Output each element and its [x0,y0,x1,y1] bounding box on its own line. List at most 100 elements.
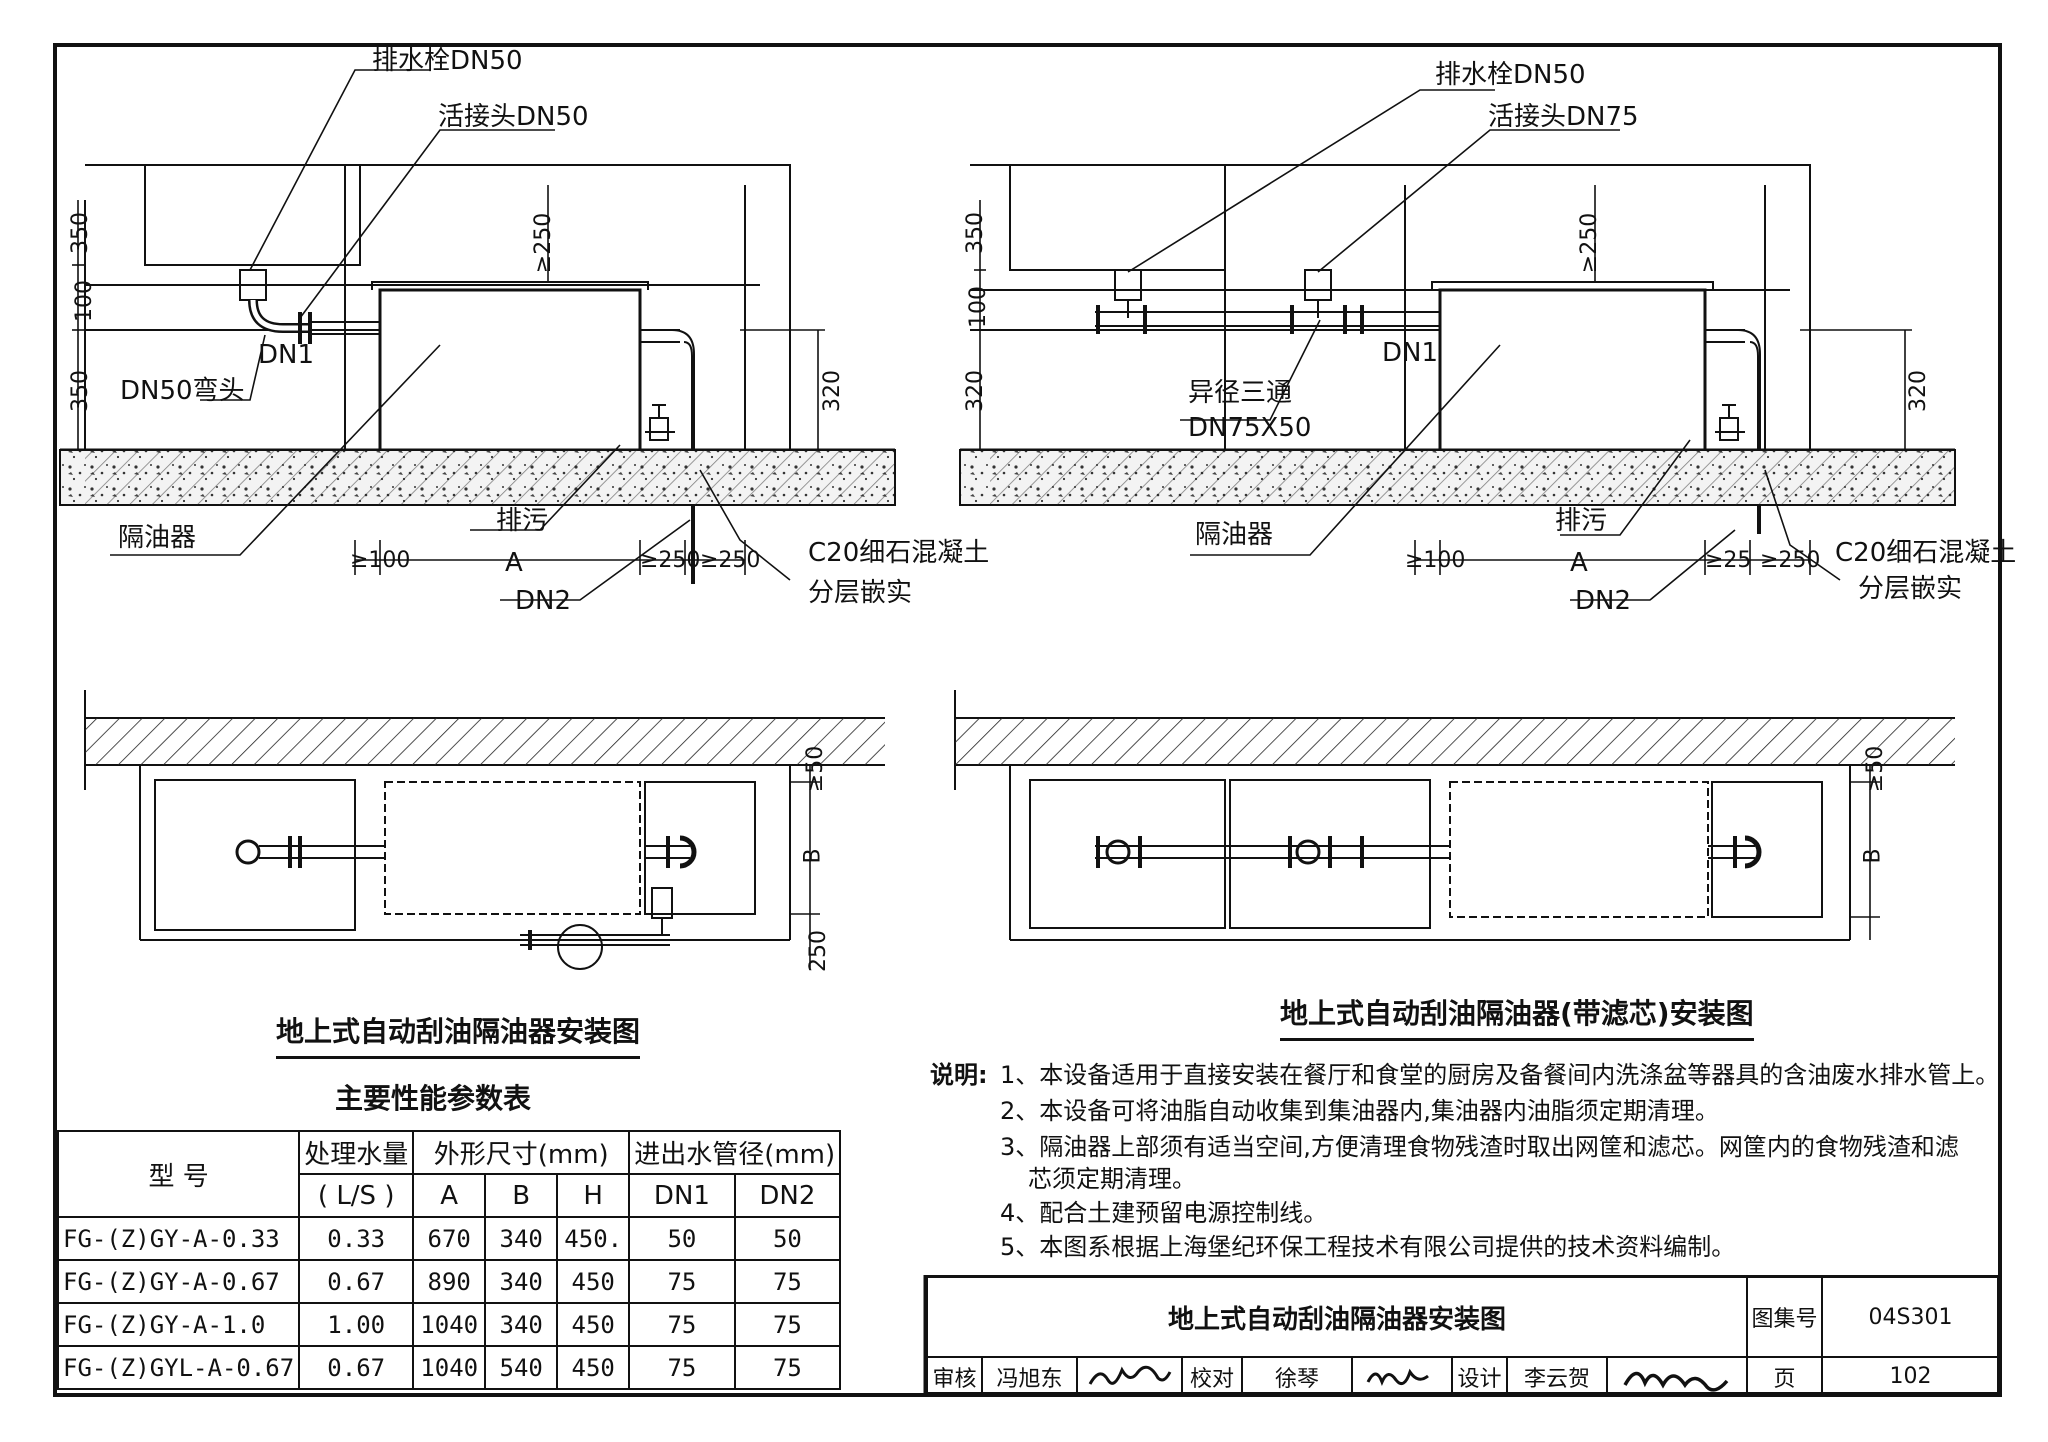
cell-dn1: 75 [628,1302,736,1347]
cell-b: 540 [484,1345,559,1390]
sheet-border [53,43,2002,1397]
table-row: FG-(Z)GY-A-0.67 0.67 890 340 450 75 75 [56,1259,842,1304]
cell-a: 670 [412,1216,487,1261]
cell-model: FG-(Z)GYL-A-0.67 [56,1345,301,1390]
right-gap-right2-label: ≥250 [1760,548,1821,573]
right-separator-label: 隔油器 [1195,520,1274,550]
left-drain-valve-label: 排水栓DN50 [372,46,523,76]
page-no-cell: 102 [1823,1358,1998,1395]
title-block: 地上式自动刮油隔油器安装图 图集号 04S301 审核 冯旭东 校对 徐琴 设计… [925,1275,2000,1395]
checker-signature [1366,1368,1429,1386]
header-h: H [556,1173,631,1218]
cell-dn2: 50 [733,1216,842,1261]
header-pipe: 进出水管径(mm) [628,1130,842,1175]
right-reducer-tee-label-1: 异径三通 [1188,378,1293,408]
cell-b: 340 [484,1259,559,1304]
designer-cell: 李云贺 [1508,1358,1608,1395]
cell-h: 450 [556,1345,631,1390]
plan-left-dim-b: B [800,848,826,864]
reviewer-signature [1088,1365,1171,1385]
designer-name: 李云贺 [1523,1366,1590,1392]
header-dn2: DN2 [733,1173,842,1218]
cell-model: FG-(Z)GY-A-0.33 [56,1216,301,1261]
cell-h: 450 [556,1302,631,1347]
reviewer-name: 冯旭东 [996,1366,1063,1392]
left-gap-right1-label: ≥250 [640,548,701,573]
caption-right: 地上式自动刮油隔油器(带滤芯)安装图 [1280,992,1754,1041]
parameter-table: 型 号 处理水量 外形尺寸(mm) 进出水管径(mm) ( L/S ) A B … [56,1130,842,1390]
wall-right-hatch [955,718,1955,765]
table-row: FG-(Z)GY-A-1.0 1.00 1040 340 450 75 75 [56,1302,842,1347]
cell-dn1: 50 [628,1216,736,1261]
elevation-left [60,164,895,584]
cell-model: FG-(Z)GY-A-1.0 [56,1302,301,1347]
header-b: B [484,1173,559,1218]
cell-a: 1040 [412,1345,487,1390]
header-a: A [412,1173,487,1218]
header-model: 型 号 [56,1130,301,1218]
plan-right-dim-b: B [1860,848,1886,864]
right-gap-right1-label: ≥25 [1705,548,1752,573]
review-label: 审核 [932,1366,977,1392]
page-label-cell: 页 [1748,1358,1823,1395]
cell-a: 890 [412,1259,487,1304]
cell-a: 1040 [412,1302,487,1347]
left-separator-label: 隔油器 [118,523,197,553]
right-gap-left-label: ≥100 [1405,548,1466,573]
check-label: 校对 [1189,1366,1234,1392]
cell-flow: 0.67 [298,1259,415,1304]
right-dim-320: 320 [1906,370,1931,412]
cell-h: 450 [556,1259,631,1304]
atlas-label: 图集号 [1751,1307,1818,1332]
left-width-a-label: A [505,548,523,578]
checker-signature-cell [1353,1358,1453,1395]
cell-flow: 0.33 [298,1216,415,1261]
cell-dn1: 75 [628,1345,736,1390]
plan-left-dim-50: ≥50 [803,745,829,793]
page-label: 页 [1773,1366,1796,1392]
table-title: 主要性能参数表 [335,1082,532,1115]
note-3b: 芯须定期清理。 [1028,1165,1196,1193]
left-gap-right2-label: ≥250 [700,548,761,573]
checker-cell: 徐琴 [1243,1358,1353,1395]
left-elbow-label: DN50弯头 [120,376,245,406]
table-row: FG-(Z)GYL-A-0.67 0.67 1040 540 450 75 75 [56,1345,842,1390]
reviewer-signature-cell [1078,1358,1183,1395]
checker-name: 徐琴 [1274,1366,1319,1392]
page-number: 102 [1889,1364,1932,1389]
plan-left-dim-250: 250 [806,930,831,972]
left-dims [72,69,825,601]
right-clearance-label: ≥250 [1577,212,1603,274]
caption-left: 地上式自动刮油隔油器安装图 [276,1010,641,1059]
note-4: 4、配合土建预留电源控制线。 [1000,1199,1328,1227]
header-size: 外形尺寸(mm) [412,1130,631,1175]
right-dim-350-top: 350 [963,212,988,254]
check-label-cell: 校对 [1183,1358,1243,1395]
design-label: 设计 [1457,1366,1502,1392]
cell-flow: 1.00 [298,1302,415,1347]
cell-dn1: 75 [628,1259,736,1304]
right-width-a-label: A [1570,548,1588,578]
right-dn1-label: DN1 [1382,338,1439,368]
left-dim-350-bottom: 350 [68,370,93,412]
cell-flow: 0.67 [298,1345,415,1390]
header-flow: 处理水量 [298,1130,415,1175]
title-cell: 地上式自动刮油隔油器安装图 [928,1278,1748,1358]
right-concrete-label-2: 分层嵌实 [1858,574,1963,604]
title-text: 地上式自动刮油隔油器安装图 [1167,1304,1506,1335]
right-dn2-label: DN2 [1575,586,1632,616]
left-gap-left-label: ≥100 [350,548,411,573]
right-union-label: 活接头DN75 [1488,102,1639,132]
right-drain-valve-label: 排水栓DN50 [1435,60,1586,90]
note-5: 5、本图系根据上海堡纪环保工程技术有限公司提供的技术资料编制。 [1000,1233,1736,1261]
review-label-cell: 审核 [928,1358,983,1395]
left-dn2-label: DN2 [515,586,572,616]
slab-right-hatch [990,450,1955,505]
left-concrete-label-1: C20细石混凝土 [808,538,990,568]
left-concrete-label-2: 分层嵌实 [808,578,913,608]
table-row: FG-(Z)GY-A-0.33 0.33 670 340 450. 50 50 [56,1216,842,1261]
designer-signature-cell [1608,1358,1748,1395]
atlas-number: 04S301 [1868,1304,1953,1330]
cell-dn2: 75 [733,1345,842,1390]
note-2: 2、本设备可将油脂自动收集到集油器内,集油器内油脂须定期清理。 [1000,1097,1719,1125]
